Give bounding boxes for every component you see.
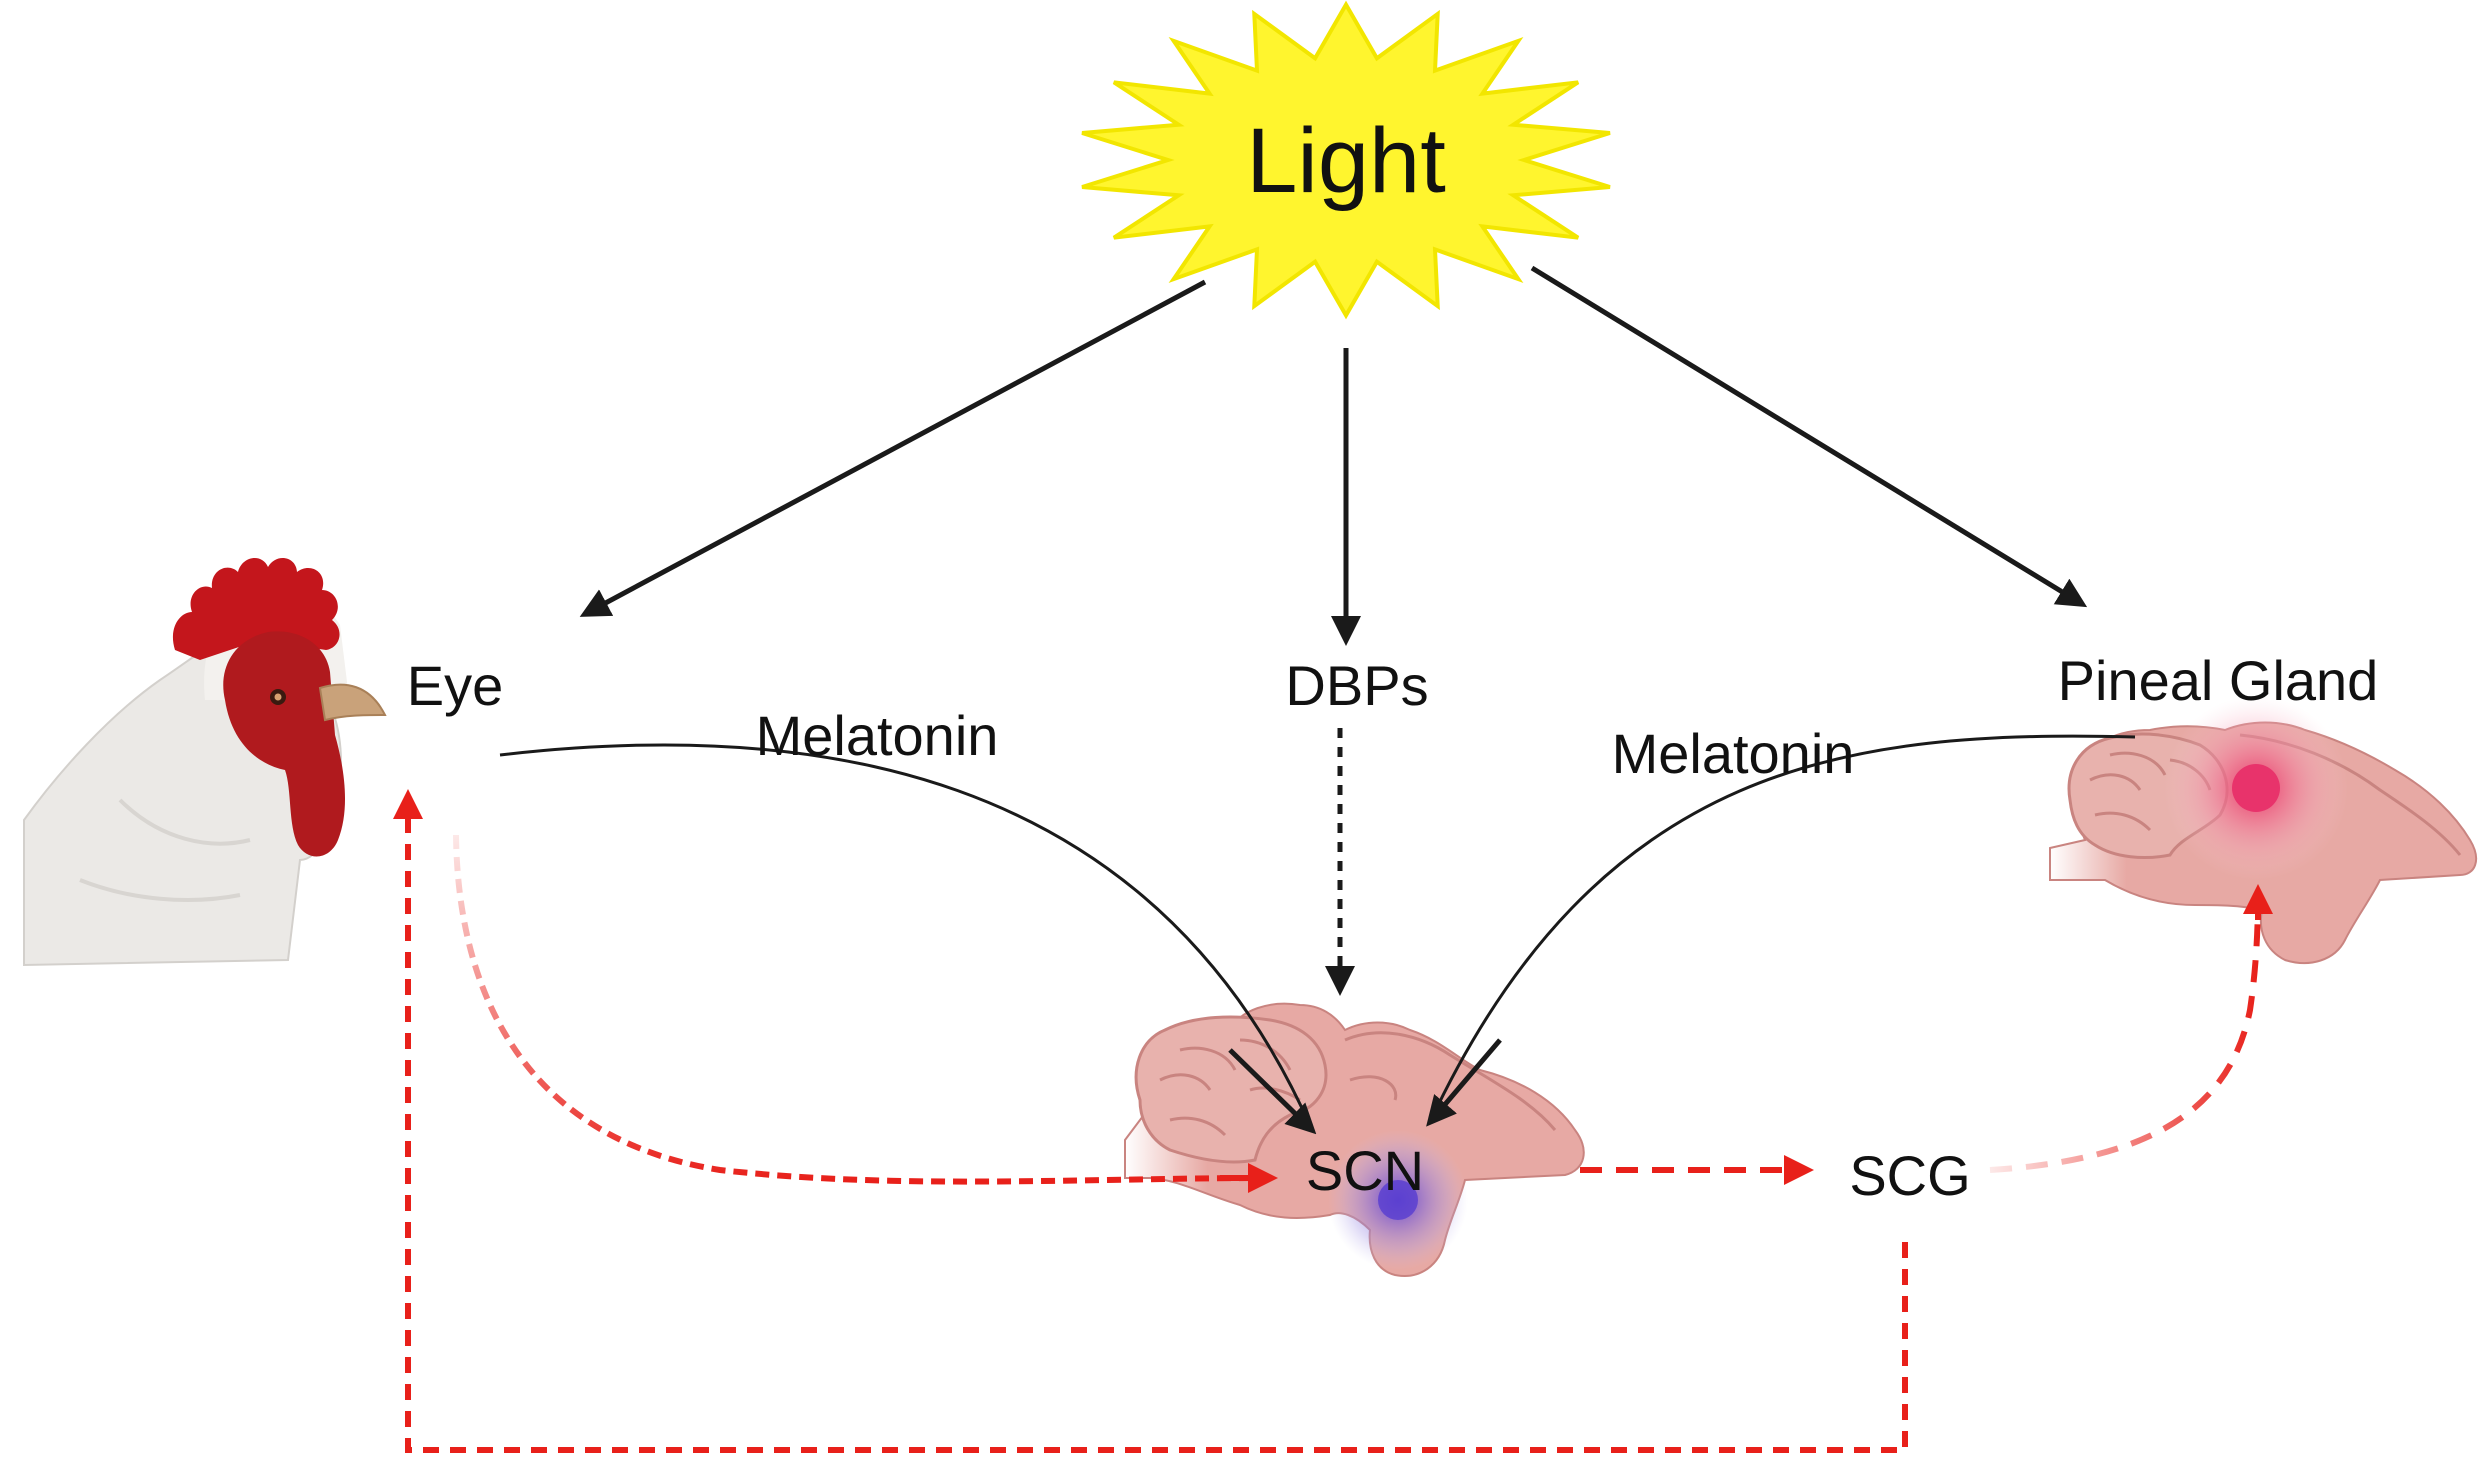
eye-label: Eye <box>407 654 504 717</box>
pineal-gland-label: Pineal Gland <box>2058 649 2379 712</box>
curve-pineal-melatonin-to-scn <box>1428 734 2136 1123</box>
scn-label: SCN <box>1306 1139 1424 1202</box>
arrow-melatonin-left-head <box>1228 1048 1317 1135</box>
arrow-melatonin-right-head <box>1426 1038 1502 1127</box>
melatonin-right-label: Melatonin <box>1612 722 1855 785</box>
path-scg-to-eye <box>393 789 1908 1453</box>
path-scg-to-pineal <box>1989 894 2261 1173</box>
arrow-light-to-eye <box>579 279 1207 617</box>
dbps-label: DBPs <box>1285 654 1428 717</box>
light-label: Light <box>1246 110 1446 212</box>
curve-eye-melatonin-to-scn <box>499 743 1314 1131</box>
arrow-light-to-pineal <box>1530 265 2088 608</box>
melatonin-left-label: Melatonin <box>756 704 999 767</box>
brain-icon <box>1124 696 2478 1277</box>
scg-label: SCG <box>1849 1144 1970 1207</box>
chicken-icon <box>23 558 387 967</box>
sun-burst-icon <box>1081 0 1611 320</box>
path-eye-to-scn <box>453 834 1273 1185</box>
